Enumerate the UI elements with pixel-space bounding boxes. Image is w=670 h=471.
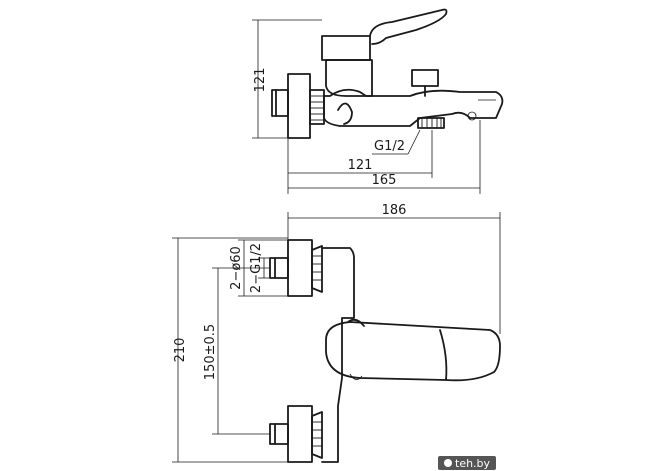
dim-thread-front-label: 2−G1/2 [249,243,264,293]
dim-spout-reach-label: 121 [348,158,373,173]
front-upper-nut [311,245,323,293]
watermark-box [438,456,496,470]
side-inlet-pipe [271,89,289,117]
side-wall-flange [287,73,311,139]
side-lever [369,8,448,45]
front-lever-grip-line [439,329,448,381]
front-lower-flange [287,405,313,463]
side-shower-outlet [417,117,445,129]
front-lever-bottom [349,373,363,380]
front-body [321,247,355,463]
watermark: teh.by [438,456,496,470]
side-nut [309,89,325,125]
dim-center-distance-label: 150±0.5 [203,324,218,380]
side-handle-base [321,35,371,61]
dim-thread-side-label: G1/2 [374,139,405,154]
dim-overall-depth-label: 165 [372,173,397,188]
front-upper-flange [287,239,313,297]
front-lower-nut [311,411,323,459]
front-lower-inlet [269,423,289,445]
dim-overall-width-label: 186 [382,203,407,218]
side-diverter-knob [411,69,439,87]
front-lever-top [347,318,365,327]
front-lever [325,321,501,382]
side-cartridge-housing [325,59,373,97]
dim-flange-diameter-label: 2−ø60 [229,246,244,290]
watermark-text: teh.by [455,457,491,470]
side-body-curve [337,102,353,125]
dim-side-height-label: 121 [253,68,268,93]
front-upper-inlet [269,257,289,279]
side-view: 121 G1/2 121 165 [252,8,504,194]
dim-overall-height-label: 210 [173,338,188,363]
front-view: 186 210 150±0.5 [172,203,501,463]
watermark-logo-icon [444,459,452,467]
side-body [323,88,504,127]
